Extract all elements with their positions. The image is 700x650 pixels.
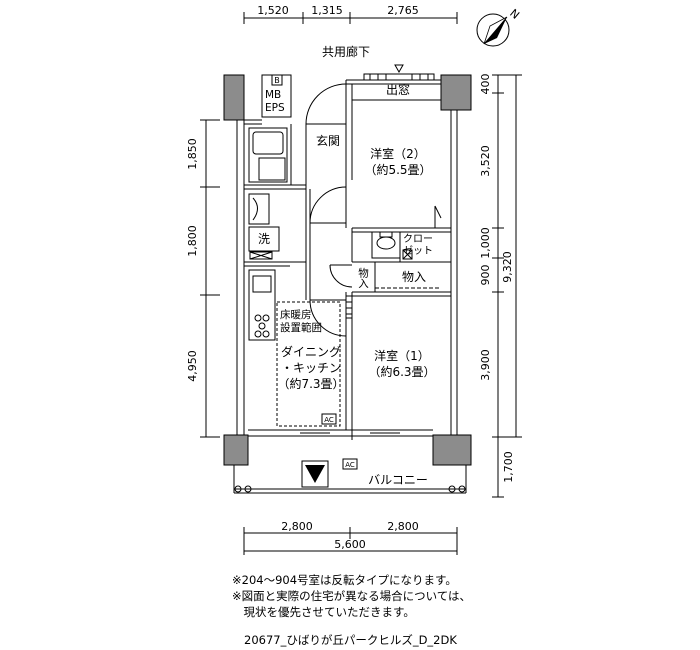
bathtub-icon [248,127,288,183]
right-dimensions [492,74,522,498]
wash-label: 洗 [258,232,270,246]
compass-north-label: N [507,7,522,22]
note-line-2: ※図面と実際の住宅が異なる場合については、 [232,589,472,603]
bottom-dimensions [243,527,458,555]
floor-heat-label-1: 床暖房 [280,308,312,321]
right-dim-total: 9,320 [501,251,514,283]
interior-walls [244,124,451,430]
bottom-dim-2: 2,800 [387,520,419,533]
storage-label: 物入 [402,270,426,284]
genkan-label: 玄関 [316,133,340,148]
vent-icon [249,251,273,260]
right-dim-1: 400 [479,74,492,95]
washing-machine-icon [248,226,280,252]
balcony [233,465,467,494]
washbasin-icon [248,193,270,225]
right-dim-5: 3,900 [479,349,492,381]
dk-label-3: （約7.3畳） [277,376,344,391]
top-dim-1: 1,520 [257,4,289,17]
left-dimensions [200,119,220,438]
bottom-dim-1: 2,800 [281,520,313,533]
bottom-dim-total: 5,600 [334,538,366,551]
closet-label-2: ゼット [403,245,433,257]
ac-indoor-box [321,413,337,425]
corridor-label: 共用廊下 [322,44,370,59]
compass-icon [476,13,510,47]
left-dim-2: 1,800 [186,225,199,257]
western1-name: 洋室（1） [374,348,430,363]
plan-code: 20677_ひばりが丘パークヒルズ_D_2DK [244,633,457,647]
right-dim-2: 3,520 [479,145,492,177]
top-dim-2: 1,315 [311,4,343,17]
window-out-label: 出窓 [386,82,410,97]
evacuation-hatch-icon [301,460,329,488]
dk-label-1: ダイニング [281,344,341,359]
mb-label: MB [265,89,281,101]
left-dim-3: 4,950 [186,350,199,382]
mb-box-label: B [274,76,280,85]
ac-indoor-label: AC [324,416,334,424]
western2-size: （約5.5畳） [364,162,431,177]
structural-columns [223,74,472,466]
top-dim-3: 2,765 [387,4,419,17]
balcony-windows [300,426,400,440]
top-dimensions [243,12,458,24]
eps-label: EPS [265,102,285,114]
right-dim-6: 1,700 [502,451,515,483]
note-line-1: ※204〜904号室は反転タイプになります。 [232,573,457,587]
ac-outdoor-label: AC [345,461,355,469]
balcony-label: バルコニー [368,473,428,487]
storage-small-label: 物入 [357,267,369,289]
right-dim-3: 1,000 [479,227,492,259]
entry-door [305,83,347,125]
left-dim-1: 1,850 [186,138,199,170]
note-line-3: 現状を優先させていただきます。 [232,605,415,619]
closet-label-1: クロー [403,233,433,245]
right-dim-4: 900 [479,265,492,286]
floor-heat-label-2: 設置範囲 [280,321,322,334]
dk-label-2: ・キッチン [281,361,341,375]
kitchen-counter [248,269,276,341]
ac-outdoor-box [342,458,358,470]
western2-name: 洋室（2） [370,146,426,161]
floor-heating-area [276,301,341,427]
western1-size: （約6.3畳） [368,364,435,379]
